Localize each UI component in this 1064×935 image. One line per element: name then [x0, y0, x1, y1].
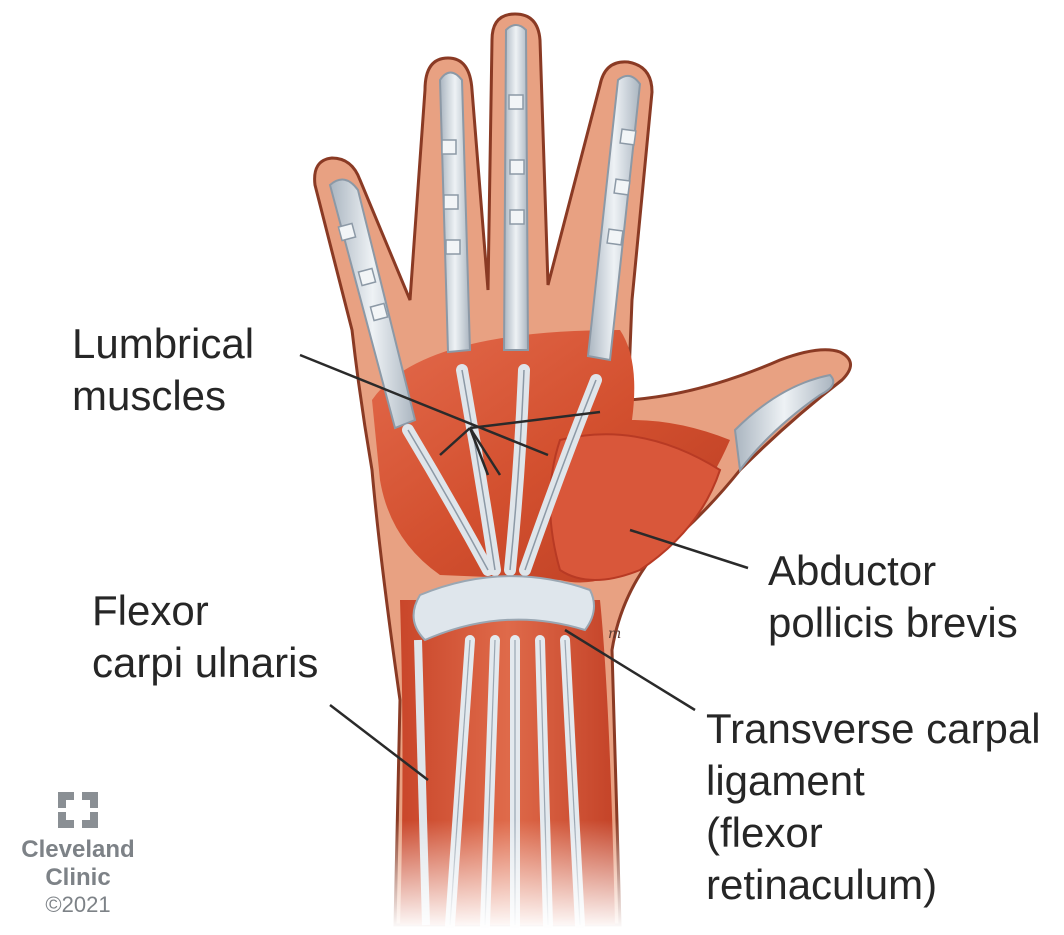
artist-signature-icon: m: [608, 626, 621, 642]
abductor-pollicis-brevis-muscle: [550, 434, 720, 580]
label-flexor-carpi-ulnaris: Flexor carpi ulnaris: [92, 585, 318, 689]
cleveland-clinic-logo: Cleveland Clinic ©2021: [8, 790, 148, 918]
label-line: muscles: [72, 370, 254, 422]
label-line: carpi ulnaris: [92, 637, 318, 689]
label-line: pollicis brevis: [768, 597, 1018, 649]
logo-wordmark: Cleveland Clinic: [8, 836, 148, 892]
label-line: Lumbrical: [72, 318, 254, 370]
bottom-fade: [380, 820, 640, 930]
copyright-text: ©2021: [8, 892, 148, 918]
logo-line: Clinic: [8, 864, 148, 892]
label-line: Transverse carpal: [706, 703, 1041, 755]
label-line: Abductor: [768, 545, 1018, 597]
label-transverse-carpal-ligament: Transverse carpal ligament (flexor retin…: [706, 703, 1041, 911]
label-line: (flexor: [706, 807, 1041, 859]
logo-line: Cleveland: [8, 836, 148, 864]
label-line: retinaculum): [706, 859, 1041, 911]
label-lumbrical-muscles: Lumbrical muscles: [72, 318, 254, 422]
cleveland-clinic-logo-icon: [56, 790, 100, 830]
label-line: ligament: [706, 755, 1041, 807]
label-line: Flexor: [92, 585, 318, 637]
label-abductor-pollicis-brevis: Abductor pollicis brevis: [768, 545, 1018, 649]
